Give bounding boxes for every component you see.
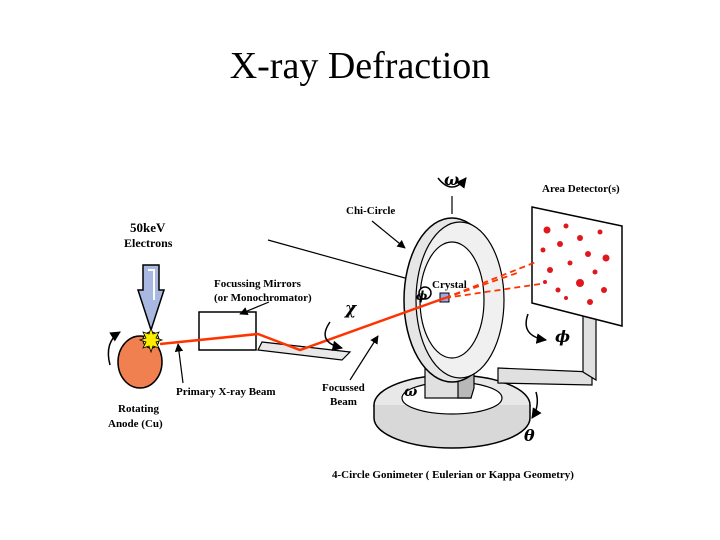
phi-rotation-arrow	[525, 313, 548, 344]
anode-label: Anode (Cu)	[108, 418, 163, 430]
electron-arrow	[136, 264, 166, 333]
omega-rotation-arrow	[437, 177, 467, 189]
leader-lines	[174, 220, 406, 384]
electrons-label: Electrons	[124, 236, 173, 250]
phi-small-symbol: ϕ	[416, 289, 428, 303]
area-detector-label: Area Detector(s)	[542, 183, 620, 195]
crystal-label: Crystal	[432, 279, 467, 291]
page-title: X-ray Defraction	[229, 45, 491, 87]
chi-symbol: χ	[344, 299, 358, 319]
area-detector	[531, 206, 623, 327]
mirror-plate	[257, 341, 352, 361]
chi-circle-ring	[403, 217, 505, 383]
detector-arm	[497, 367, 593, 386]
goniometer	[373, 361, 531, 449]
focussing-mirrors-box	[198, 311, 257, 351]
monochromator-label: (or Monochromator)	[214, 292, 312, 304]
chi-circle-label: Chi-Circle	[346, 205, 395, 217]
omega-top-symbol: ω	[444, 170, 459, 189]
phi-symbol: ϕ	[555, 327, 570, 346]
beam-label: Beam	[330, 396, 357, 408]
rotating-label: Rotating	[118, 403, 159, 415]
primary-beam-label: Primary X-ray Beam	[176, 386, 276, 398]
focussing-mirrors-label: Focussing Mirrors	[214, 278, 302, 290]
focal-spot-icon	[138, 326, 164, 354]
focussed-label: Focussed	[322, 382, 365, 394]
theta-rotation-arrow	[531, 391, 542, 419]
omega-base-symbol: ω	[404, 384, 418, 400]
diffraction-spots	[540, 223, 610, 305]
goniometer-label: 4-Circle Gonimeter ( Eulerian or Kappa G…	[332, 469, 574, 481]
chi-rotation-arrow	[324, 321, 344, 351]
theta-symbol: θ	[524, 426, 535, 445]
anode-rotation-arrow	[107, 331, 121, 366]
electrons-energy-label: 50keV	[130, 220, 166, 235]
xray-beam	[159, 261, 541, 352]
